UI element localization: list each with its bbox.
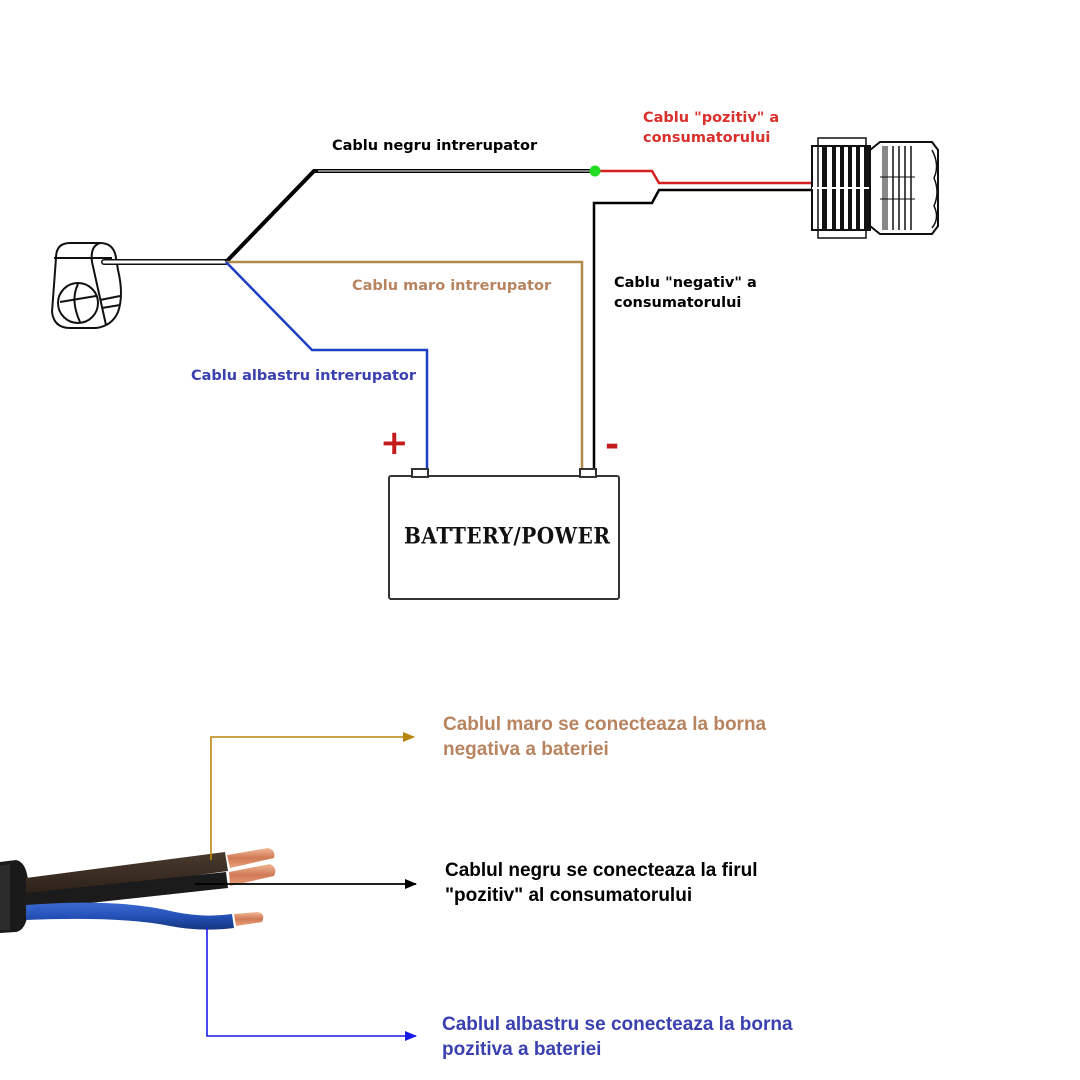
consumer-negative-wire (592, 188, 812, 470)
battery-positive-terminal (411, 468, 429, 478)
brown-callout-arrow (210, 732, 415, 860)
black-switch-wire (224, 169, 594, 264)
brown-switch-wire (226, 260, 584, 470)
consumer-positive-wire (596, 169, 812, 185)
battery-minus-sign: - (605, 425, 620, 465)
led-light-icon (811, 137, 939, 239)
handlebar-switch-icon (50, 242, 122, 329)
three-core-cable-icon (0, 848, 276, 933)
black-wire-instruction: Cablul negru se conecteaza la firul "poz… (445, 860, 758, 906)
consumer-negative-label: Cablu "negativ" a consumatorului (614, 275, 757, 311)
black-switch-wire-label: Cablu negru intrerupator (332, 138, 538, 154)
blue-callout-arrow (206, 927, 417, 1041)
blue-switch-wire-label: Cablu albastru intrerupator (191, 368, 417, 384)
consumer-positive-label: Cablu "pozitiv" a consumatorului (643, 110, 780, 146)
junction-dot (589, 165, 601, 177)
brown-wire-instruction: Cablul maro se conecteaza la borna negat… (443, 714, 767, 760)
battery-label: BATTERY/POWER (404, 522, 611, 550)
blue-switch-wire (225, 261, 429, 470)
battery-negative-terminal (579, 468, 597, 478)
battery-box (388, 468, 620, 600)
blue-wire-instruction: Cablul albastru se conecteaza la borna p… (442, 1014, 793, 1060)
battery-plus-sign: + (380, 423, 409, 463)
brown-switch-wire-label: Cablu maro intrerupator (352, 278, 552, 294)
